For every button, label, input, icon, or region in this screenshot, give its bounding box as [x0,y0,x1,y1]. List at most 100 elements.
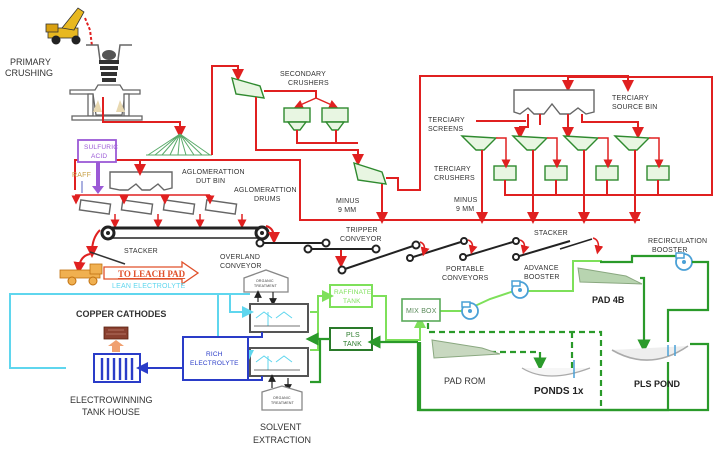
secondary-screen-icon [231,76,266,99]
tertiary-crusher-4-icon [646,165,670,181]
drum-feed-arrows [71,195,247,229]
tertiary-screen-3-icon [562,135,600,151]
copper-cathode-icon [103,326,129,340]
copper-cathodes-label: COPPER CATHODES [76,309,166,319]
settler-to-rich [248,376,263,381]
electrowinning-tank-icon [93,353,141,383]
settler-to-raffinate [310,290,334,313]
acid-arrowhead [92,186,104,194]
sx-settler-1-icon [249,303,309,333]
minus-9mm-label-b: MINUS 9 MM [454,197,480,213]
pad4b-drain [637,276,651,353]
agglomeration-drums-label: AGLOMERATTION DRUMS [234,187,299,203]
flow-to-stacker [86,229,101,258]
stacker-right-label: STACKER [534,230,568,237]
flow-to-truck [73,253,91,274]
lean-electrolyte-loop [9,293,250,369]
to-leach-pad-label: TO LEACH PAD [118,269,186,279]
sulfuric-acid-label: SULFURIC ACID [84,144,120,160]
agglomeration-bin-label: AGLOMERATTION DUT BIN [182,169,247,185]
sx-settler-2-icon [249,347,309,377]
flow-recycle-to-bin [562,76,713,196]
electrowinning-label: ELECTROWINNING TANK HOUSE [70,395,155,417]
flow-main-bus [74,159,640,221]
flow-split-right [315,97,339,109]
flow-to-secondary-screen [211,65,244,155]
flow-to-overland [265,225,280,244]
drum-4-icon [204,199,238,215]
raff-label: RAFF [72,172,91,179]
organic-treatment-top-icon [243,269,289,293]
recirculation-line [600,254,680,264]
tripper-conveyor-label: TRIPPER CONVEYOR [340,227,382,243]
recirculation-booster-label: RECIRCULATION BOOSTER [648,238,709,254]
dashed-overflow [426,323,603,406]
drum-1-icon [78,199,112,215]
pls-tank-label: PLS TANK [343,332,362,348]
rich-electrolyte-box [182,336,249,381]
lean-to-settler1 [229,294,254,318]
drum-2-icon [120,199,154,215]
conveyor-discharge-arrows [419,237,604,257]
settler1-to-rich [248,332,263,338]
tertiary-crusher-2-icon [544,165,568,181]
portable-conveyors-label: PORTABLE CONVEYORS [442,266,489,282]
flow-crushers-out [296,130,337,144]
stockpile-icon [146,133,212,156]
dashed-rom [490,350,547,371]
stacker-left-label: STACKER [124,248,158,255]
recirculation-booster-icon [675,252,693,271]
dump-truck-icon [59,263,103,286]
mix-box [401,298,441,322]
ponds-1x-label: PONDS 1x [534,386,584,397]
ponds-1x-icon [521,360,591,378]
drum-3-icon [162,199,196,215]
secondary-crusher-1-icon [283,107,311,131]
agglomeration-drums [78,199,238,215]
tertiary-crusher-1-icon [493,165,517,181]
tripper-conveyor [303,244,381,254]
pls-pond-outer-loop [418,342,710,412]
pad-4b-icon [577,267,643,285]
tertiary-crusher-3-icon [595,165,619,181]
to-leach-pad-arrow: TO LEACH PAD [103,260,200,286]
tertiary-source-bin-icon [513,89,595,115]
pad-rom-label: PAD ROM [444,376,485,386]
cathode-up-arrow [108,340,124,352]
solvent-extraction-label: SOLVENT EXTRACTION [253,422,311,445]
flow-screen-to-crushers [264,90,317,98]
pls-to-settler [310,337,330,384]
pls-pond-label: PLS POND [634,379,681,389]
flow-screen-undersize [255,97,364,166]
organic-treatment-bottom-icon [261,385,303,411]
flow-split-left [293,97,317,109]
bin-out-4 [581,114,644,139]
advance-booster-label: ADVANCE BOOSTER [524,265,561,281]
agglomeration-bin-icon [109,171,173,191]
overland-conveyor-label: OVERLAND CONVEYOR [220,254,262,270]
tertiary-screen-1-icon [460,135,498,151]
overland-conveyor [255,238,331,248]
secondary-crushers-label: SECONDARY CRUSHERS [280,71,329,87]
tertiary-screen-2-icon [511,135,549,151]
collecting-conveyor [100,225,270,241]
tertiary-screens-label: TERCIARY SCREENS [428,117,467,133]
bin-out-1 [514,114,529,139]
tertiary-source-bin-label: TERCIARY SOURCE BIN [612,95,658,111]
tertiary-screen-crusher-set [460,135,670,181]
pad-4b-label: PAD 4B [592,295,625,305]
stacker-left-icon [89,251,126,265]
organic-treatment-bottom-label: ORGANIC TREATMENT [271,396,295,405]
booster-pump-1-icon [461,301,479,320]
raffinate-feed [310,306,319,351]
screen-minus9-icon [353,161,388,185]
minus-9mm-label-a: MINUS 9 MM [336,198,362,214]
pad-rom-icon [431,339,501,359]
tertiary-flow-lines [476,137,664,224]
raffinate-to-mixbox [372,295,426,341]
pls-pond-icon [611,345,689,361]
lean-electrolyte-label: LEAN ELECTROLYTE [112,283,186,290]
organic-treatment-top-label: ORGANIC TREATMENT [254,279,278,288]
secondary-crusher-2-icon [321,107,349,131]
